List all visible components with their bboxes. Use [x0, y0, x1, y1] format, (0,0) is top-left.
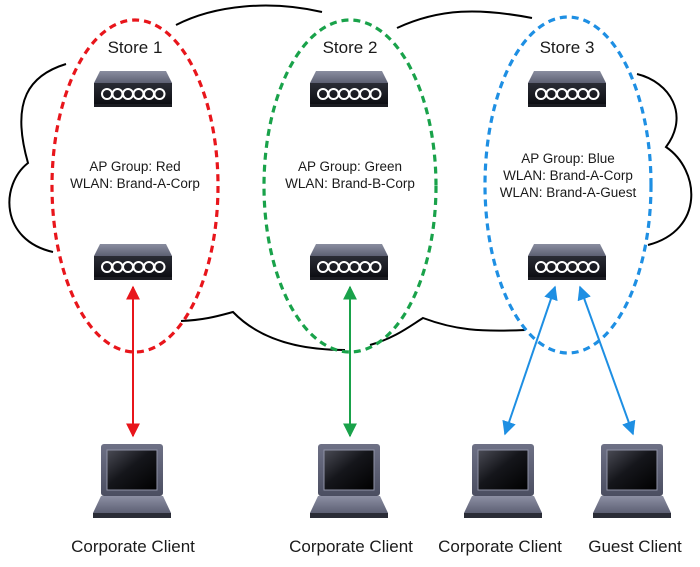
- store-3-boundary: [483, 15, 653, 355]
- store-1-wlan: WLAN: Brand-A-Corp: [70, 176, 200, 191]
- controller-device-icon: [94, 71, 172, 107]
- store-3-ap-group: AP Group: Blue: [521, 151, 615, 166]
- laptop-icon: [93, 444, 171, 519]
- store-3-guest-connection-arrow: [577, 285, 636, 436]
- client-label: Guest Client: [588, 537, 682, 556]
- store-1-ap-group: AP Group: Red: [89, 159, 181, 174]
- store-2-wlan: WLAN: Brand-B-Corp: [285, 176, 415, 191]
- controller-device-icon: [310, 71, 388, 107]
- cloud-outline: [8, 4, 693, 351]
- store-3-title: Store 3: [539, 38, 595, 57]
- store-1-info: AP Group: Red WLAN: Brand-A-Corp: [55, 158, 215, 192]
- store-2-ap-group: AP Group: Green: [297, 159, 403, 174]
- laptop-icon: [310, 444, 388, 519]
- store-2-info: AP Group: Green WLAN: Brand-B-Corp: [270, 158, 430, 192]
- cloud-segment: [180, 310, 346, 351]
- client-label: Corporate Client: [438, 537, 562, 556]
- access-point-icon: [94, 244, 172, 280]
- controller-device-icon: [528, 71, 606, 107]
- store-1-title: Store 1: [107, 38, 163, 57]
- laptop-icon: [593, 444, 671, 519]
- access-point-icon: [310, 244, 388, 280]
- cloud-segment: [369, 316, 526, 346]
- store-2-boundary: [262, 18, 438, 354]
- store-3-corporate-connection-arrow: [502, 285, 558, 436]
- cloud-segment: [8, 63, 67, 253]
- cloud-segment: [636, 73, 693, 246]
- store-1-boundary: [50, 18, 220, 354]
- store-3-wlan-guest: WLAN: Brand-A-Guest: [499, 185, 637, 200]
- store-3-info: AP Group: Blue WLAN: Brand-A-Corp WLAN: …: [488, 150, 648, 201]
- laptop-icon: [464, 444, 542, 519]
- store-2-title: Store 2: [322, 38, 378, 57]
- access-point-icon: [528, 244, 606, 280]
- cloud-segment: [175, 4, 323, 26]
- client-label: Corporate Client: [289, 537, 413, 556]
- cloud-segment: [396, 10, 533, 29]
- store-3-wlan-corp: WLAN: Brand-A-Corp: [503, 168, 633, 183]
- client-label: Corporate Client: [71, 537, 195, 556]
